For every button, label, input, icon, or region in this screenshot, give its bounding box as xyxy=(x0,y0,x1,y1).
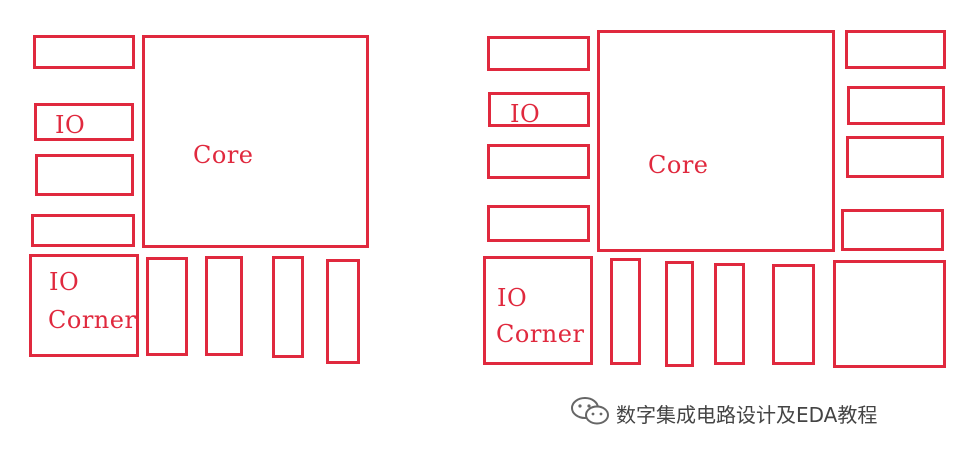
left-io-pad-lower xyxy=(31,214,135,247)
left-core-block xyxy=(142,35,369,248)
wechat-icon xyxy=(570,396,616,431)
right-io-pad-left-4 xyxy=(487,205,590,242)
right-core-label: Core xyxy=(648,151,709,179)
watermark-text: 数字集成电路设计及EDA教程 xyxy=(616,403,878,427)
right-io-pad-right-1 xyxy=(845,30,946,69)
right-io-pad-bottom-4 xyxy=(772,264,815,365)
right-io-label: IO xyxy=(510,100,541,128)
left-io-pad-bottom-2 xyxy=(205,256,243,356)
right-io-corner-block xyxy=(483,256,593,365)
left-io-corner-label-line1: IO xyxy=(49,268,80,296)
left-core-label: Core xyxy=(193,141,254,169)
right-io-pad-left-labeled xyxy=(488,92,590,127)
right-io-corner-label-line1: IO xyxy=(497,284,528,312)
left-io-pad-bottom-1 xyxy=(146,257,188,356)
right-io-corner-block-2 xyxy=(833,260,946,368)
left-io-pad-middle xyxy=(35,154,134,196)
right-io-pad-right-4 xyxy=(841,209,944,251)
left-io-label: IO xyxy=(55,111,86,139)
left-io-pad-labeled xyxy=(34,103,134,141)
right-io-pad-bottom-2 xyxy=(665,261,694,367)
right-io-pad-left-1 xyxy=(487,36,590,71)
watermark: 数字集成电路设计及EDA教程 xyxy=(570,396,877,431)
right-io-corner-label-line2: Corner xyxy=(496,320,585,348)
left-io-pad-bottom-4 xyxy=(326,259,360,364)
right-io-pad-right-3 xyxy=(846,136,944,178)
right-io-pad-bottom-1 xyxy=(610,258,641,365)
right-io-pad-right-2 xyxy=(847,86,945,125)
left-io-corner-label-line2: Corner xyxy=(48,306,137,334)
left-io-corner-block xyxy=(29,254,139,357)
right-core-block xyxy=(597,30,835,252)
left-io-pad-bottom-3 xyxy=(272,256,304,358)
right-io-pad-bottom-3 xyxy=(714,263,745,365)
right-io-pad-left-3 xyxy=(487,144,590,179)
left-io-pad-top xyxy=(33,35,135,69)
